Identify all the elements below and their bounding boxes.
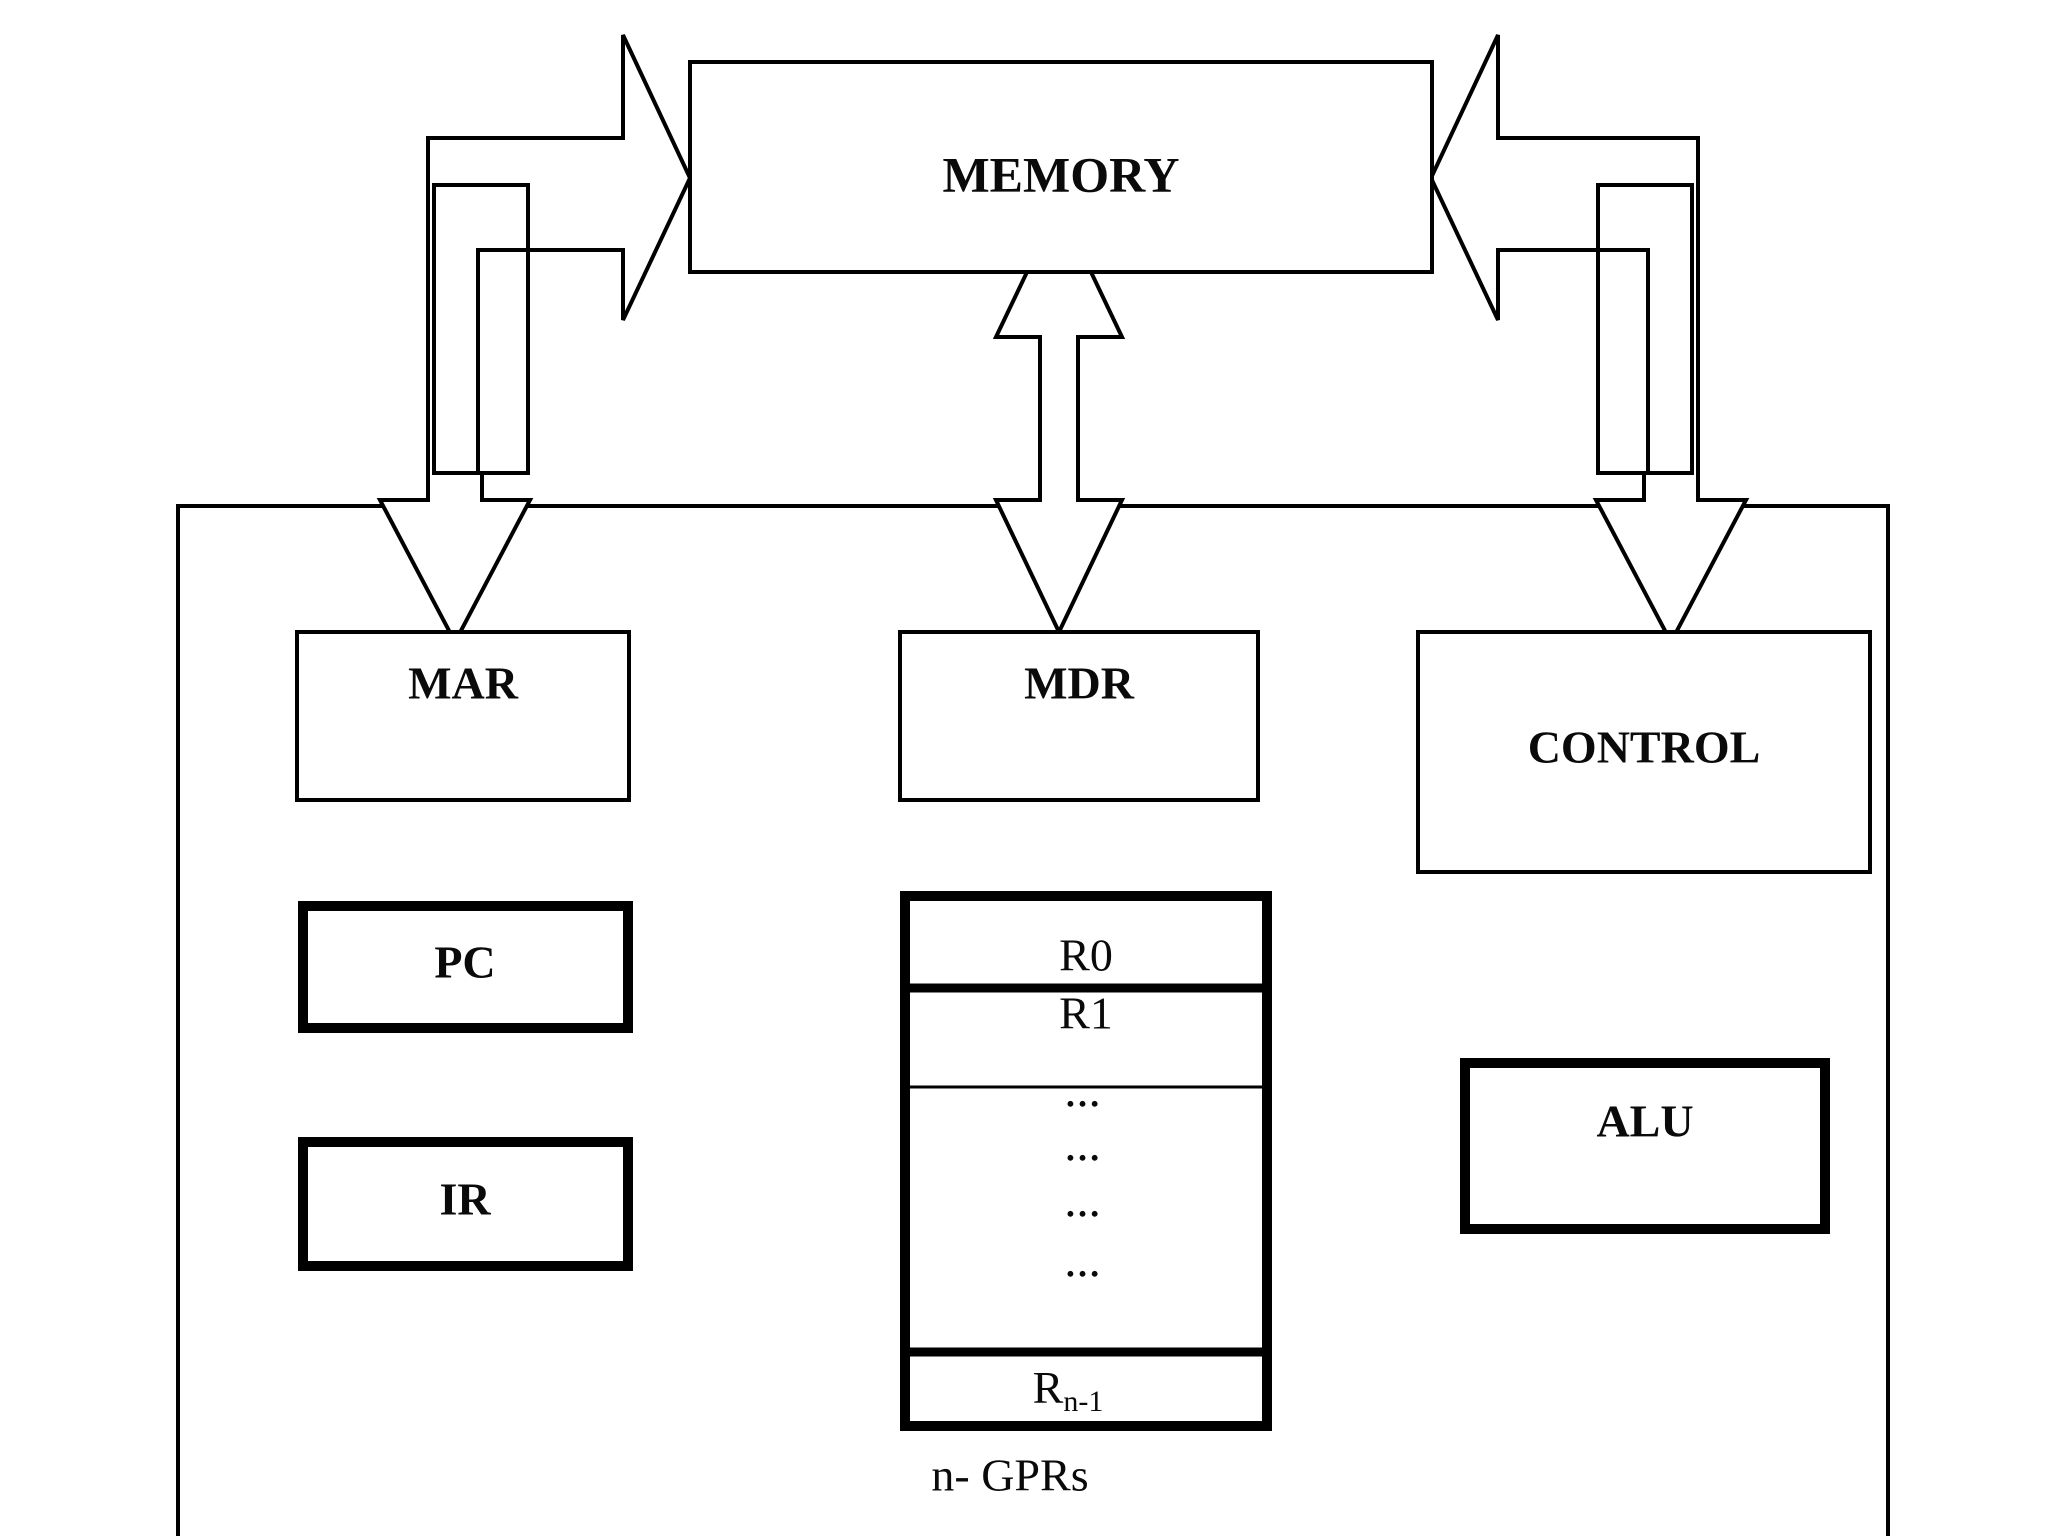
register-row-label-rn1-subscript: n-1 [1063,1385,1103,1418]
cpu-boundary [176,504,1890,1536]
register-row-label-ellipsis-4: … [1065,1244,1108,1284]
register-row-label-rn1: Rn-1 [1033,1362,1104,1418]
mar-box[interactable] [295,630,631,802]
mdr-box-label: MDR [1024,658,1135,709]
register-row-label-r1: R1 [1059,988,1113,1039]
register-file-caption: n- GPRs [931,1450,1088,1501]
register-row-label-ellipsis-3: … [1065,1184,1108,1224]
register-row-label-r0: R0 [1059,930,1113,981]
ir-box[interactable] [298,1137,633,1271]
memory-box[interactable] [688,60,1434,274]
mar-to-memory-arrow [376,34,693,647]
register-row-label-ellipsis-1: … [1065,1074,1108,1114]
memory-box-label: MEMORY [942,146,1179,202]
register-row-label-ellipsis-2: … [1065,1128,1108,1168]
control-box-label: CONTROL [1528,722,1761,773]
ir-box-label: IR [439,1174,491,1225]
mar-box-label: MAR [408,658,519,709]
register-row-label-rn1-base: R [1033,1362,1064,1413]
pc-box-label: PC [434,937,495,988]
pc-box[interactable] [298,901,633,1033]
alu-box-label: ALU [1596,1096,1693,1147]
mdr-box[interactable] [898,630,1260,802]
control-to-memory-arrow [1428,34,1750,647]
alu-box[interactable] [1460,1058,1830,1234]
control-box[interactable] [1416,630,1872,874]
